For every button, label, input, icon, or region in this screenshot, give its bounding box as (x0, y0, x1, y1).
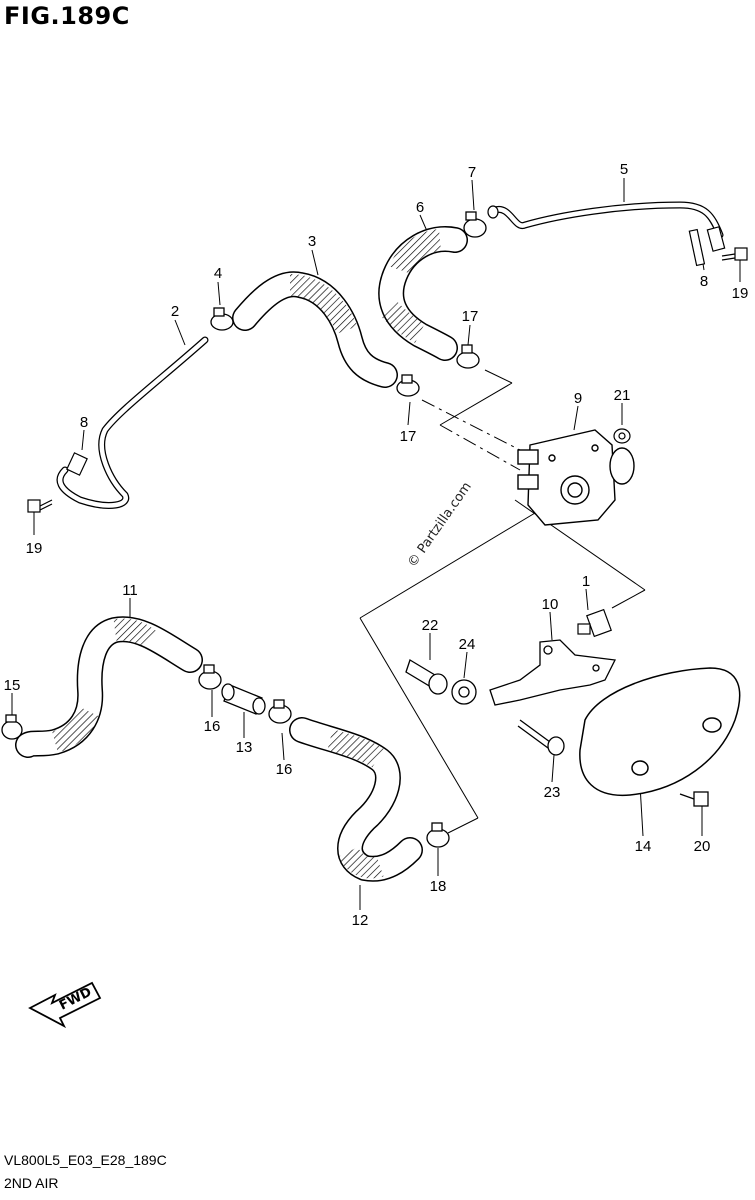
callout-11: 11 (122, 582, 138, 599)
clamp-16-left (198, 664, 222, 690)
callout-17-left: 17 (400, 428, 417, 445)
callout-16-left: 16 (204, 718, 221, 735)
figure-code: VL800L5_E03_E28_189C (4, 1152, 167, 1168)
bracket-10 (489, 639, 616, 706)
hose-6 (378, 226, 468, 361)
callout-17-right: 17 (462, 308, 479, 325)
grommet-24 (451, 679, 477, 705)
callout-2: 2 (171, 303, 179, 320)
joint-13 (221, 683, 266, 715)
callout-15: 15 (4, 677, 21, 694)
clamp-18 (426, 822, 450, 848)
hose-11 (15, 616, 203, 758)
control-valve-9 (517, 429, 635, 526)
watermark: © Partzilla.com (405, 480, 475, 571)
figure-title: FIG.189C (4, 2, 130, 30)
callout-14: 14 (635, 838, 652, 855)
hose-2 (56, 336, 209, 509)
callout-18: 18 (430, 878, 447, 895)
callout-23: 23 (544, 784, 561, 801)
bolt-19-left (27, 499, 53, 513)
hose-3 (232, 271, 398, 388)
callout-3: 3 (308, 233, 316, 250)
bolt-19-right (721, 247, 748, 261)
washer-21 (613, 428, 631, 444)
pipe-5 (487, 201, 726, 252)
hose-12 (289, 717, 423, 882)
callout-7: 7 (468, 164, 476, 181)
clip-8-right (688, 228, 706, 267)
callout-16-right: 16 (276, 761, 293, 778)
valve-1 (577, 608, 612, 638)
callout-labels: 1 2 3 4 5 6 7 8 8 9 10 11 12 13 14 15 16… (4, 161, 749, 929)
callout-6: 6 (416, 199, 424, 216)
callout-24: 24 (459, 636, 476, 653)
callout-1: 1 (582, 573, 590, 590)
forward-arrow-icon: FWD (28, 981, 102, 1029)
clamp-17-right (456, 344, 480, 369)
clamp-15 (1, 714, 23, 740)
cover-14 (579, 667, 741, 797)
clamp-17-left (396, 374, 420, 397)
callout-5: 5 (620, 161, 628, 178)
callout-12: 12 (352, 912, 369, 929)
callout-9: 9 (574, 390, 582, 407)
leader-lines (11, 178, 741, 910)
bolt-23 (517, 719, 565, 756)
clamp-4 (210, 307, 234, 331)
clamp-7 (463, 211, 487, 238)
figure-subtitle: 2ND AIR (4, 1175, 59, 1191)
callout-19-left: 19 (26, 540, 43, 557)
callout-8-right: 8 (700, 273, 708, 290)
nut-20 (679, 791, 709, 807)
clamp-16-right (268, 699, 292, 724)
callout-21: 21 (614, 387, 631, 404)
callout-4: 4 (214, 265, 222, 282)
callout-19-right: 19 (732, 285, 749, 302)
callout-13: 13 (236, 739, 253, 756)
callout-10: 10 (542, 596, 559, 613)
bolt-22 (405, 659, 448, 695)
callout-22: 22 (422, 617, 439, 634)
callout-8-left: 8 (80, 414, 88, 431)
callout-20: 20 (694, 838, 711, 855)
